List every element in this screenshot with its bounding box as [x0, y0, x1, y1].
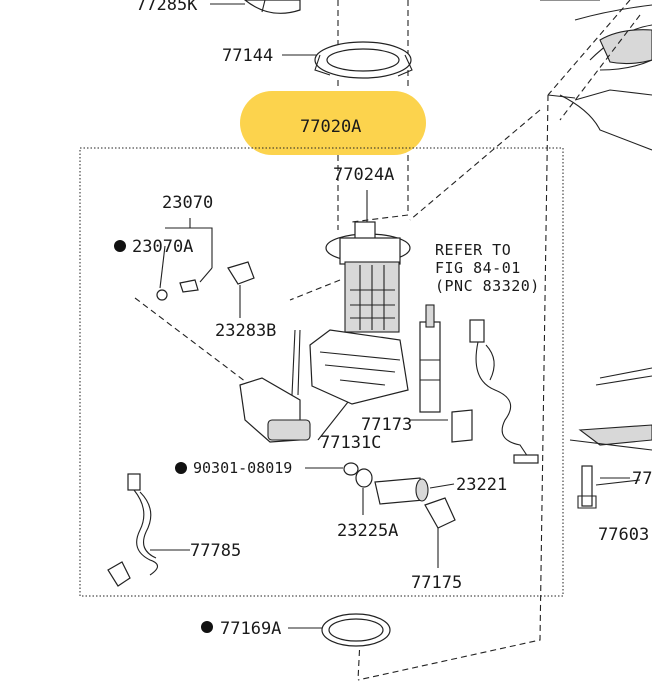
label-77020a[interactable]: 77020A — [300, 117, 361, 137]
label-77169a[interactable]: 77169A — [220, 619, 281, 639]
part-77175 — [424, 497, 456, 568]
label-77173[interactable]: 77173 — [361, 415, 412, 435]
part-77173 — [410, 304, 473, 443]
part-77024a-module — [325, 190, 411, 333]
part-23070 — [156, 218, 213, 301]
label-77175[interactable]: 77175 — [411, 573, 462, 593]
label-77131c[interactable]: 77131C — [320, 433, 381, 453]
label-77144[interactable]: 77144 — [222, 46, 273, 66]
label-77024a[interactable]: 77024A — [333, 165, 394, 185]
label-23221[interactable]: 23221 — [456, 475, 507, 495]
label-23070a[interactable]: 23070A — [132, 237, 193, 257]
assembly-box — [79, 147, 564, 597]
refer-line-1[interactable]: REFER TO — [435, 241, 511, 259]
part-77285k — [210, 0, 301, 14]
refer-line-2[interactable]: FIG 84-01 — [435, 259, 521, 277]
part-23221-pump — [374, 477, 455, 505]
part-77785-harness — [107, 473, 190, 587]
part-23225a — [355, 468, 373, 515]
label-77285k[interactable]: 77285K — [136, 0, 198, 15]
refer-line-3[interactable]: (PNC 83320) — [435, 277, 540, 295]
label-23283b[interactable]: 23283B — [215, 321, 276, 341]
part-23283b — [227, 261, 255, 318]
part-77144-ring — [282, 41, 413, 79]
label-77603[interactable]: 77603 — [598, 525, 649, 545]
highlight-77020a — [240, 91, 426, 155]
part-77169a-gasket — [288, 613, 391, 647]
bullet-90301 — [175, 462, 187, 474]
bullet-23070a — [114, 240, 126, 252]
part-77131c-body — [239, 329, 409, 443]
label-23070[interactable]: 23070 — [162, 193, 213, 213]
label-23225a[interactable]: 23225A — [337, 521, 398, 541]
label-90301-08019[interactable]: 90301-08019 — [193, 459, 292, 477]
part-90301-oring — [305, 462, 359, 476]
label-77785[interactable]: 77785 — [190, 541, 241, 561]
wire-harness-right — [469, 319, 539, 464]
bullet-77169a — [201, 621, 213, 633]
label-77-partial[interactable]: 77 — [632, 469, 652, 489]
fuel-tank-drawing — [540, 0, 652, 509]
